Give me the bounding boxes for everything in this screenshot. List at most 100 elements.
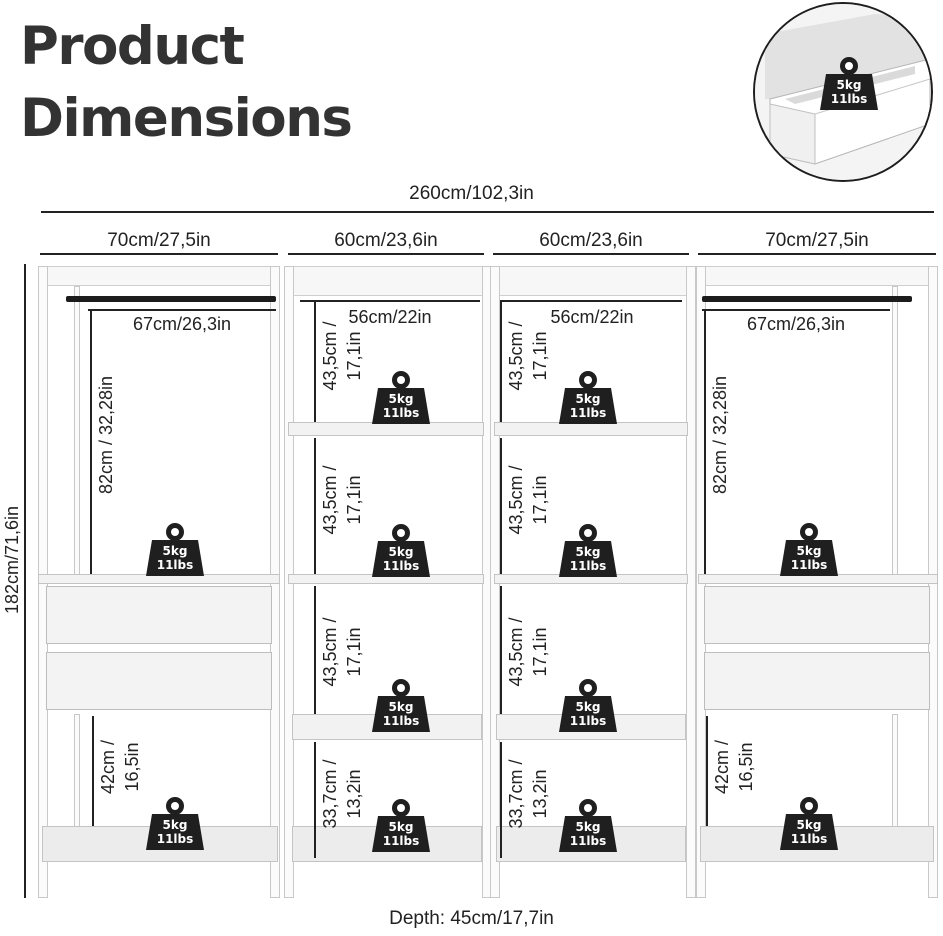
section-4-bottom-height-label-line2: 16,5in (736, 742, 756, 792)
section-1-bottom-height-label-line2: 16,5in (122, 742, 142, 792)
section-2-cell-2-height-label-line1: 43,5cm / (320, 465, 340, 535)
section-2-cell-3-height-line (314, 586, 316, 714)
section-4-inner-right-post (892, 286, 898, 576)
weight-lbs-label: 11lbs (569, 406, 607, 420)
section-1-width-label: 70cm/27,5in (107, 230, 211, 251)
weight-kg-label: 5kg (575, 820, 601, 834)
total-width-label: 260cm/102,3in (409, 183, 534, 204)
section-4-width-line (698, 253, 936, 255)
section-1-drawer-1 (46, 586, 272, 644)
weight-kg-label: 5kg (575, 392, 601, 406)
section-2-cell-2-height-line (314, 438, 316, 574)
weight-lbs-label: 11lbs (156, 832, 194, 846)
weight-kg-label: 5kg (162, 818, 188, 832)
section-1-hanging-rod (66, 296, 276, 302)
section-3-cell-3-height-label-line2: 17,1in (530, 627, 550, 677)
section-2-cell-1-height-line (314, 300, 316, 422)
section-4-bottom-height-label-line1: 42cm / (712, 739, 732, 795)
section-3-inner-width-label: 56cm/22in (550, 307, 634, 327)
section-4-width-label: 70cm/27,5in (765, 230, 869, 251)
weight-kg-label: 5kg (796, 544, 822, 558)
section-4-lower-inner-post (892, 714, 898, 834)
section-2-cell-1-height-label-line2: 17,1in (344, 331, 364, 381)
section-1-lower-inner-post (74, 714, 80, 834)
section-3-cell-1-height-line (500, 300, 502, 422)
total-height-label: 182cm/71,6in (2, 505, 22, 615)
drawer-illustration (755, 4, 931, 180)
weight-lbs-label: 11lbs (382, 714, 420, 728)
section-4-drawer-1 (704, 586, 930, 644)
weight-kg-label: 5kg (575, 700, 601, 714)
depth-label: Depth: 45cm/17,7in (389, 908, 554, 929)
weight-lbs-label: 11lbs (790, 832, 828, 846)
weight-kg-label: 5kg (388, 545, 414, 559)
weight-lbs-label: 11lbs (382, 834, 420, 848)
section-1-rod-width-line (88, 309, 276, 311)
section-3-cell-3-height-label-line1: 43,5cm / (506, 617, 526, 687)
title-line-1: Product (20, 16, 245, 77)
section-1-hanging-height-label: 82cm / 32,28in (96, 375, 116, 495)
weight-kg-label: 5kg (162, 544, 188, 558)
section-1-rod-width-label: 67cm/26,3in (132, 314, 232, 334)
section-2-width-line (288, 253, 484, 255)
section-3-cell-1-height-label-line1: 43,5cm / (506, 321, 526, 391)
section-1-inner-left-post (74, 286, 80, 576)
section-2-cell-4-height-label-line2: 13,2in (344, 769, 364, 819)
section-3-cell-2-height-label-line2: 17,1in (530, 475, 550, 525)
drawer-detail-inset: 5kg 11lbs (753, 2, 933, 182)
section-2-cell-2-height-label-line2: 17,1in (344, 475, 364, 525)
section-4-bottom-height-line (706, 716, 708, 826)
weight-lbs-label: 11lbs (382, 406, 420, 420)
section-3-cell-4-height-line (500, 742, 502, 858)
section-3-width-label: 60cm/23,6in (539, 230, 643, 251)
weight-lbs-label: 11lbs (790, 558, 828, 572)
section-2-inner-width-label: 56cm/22in (348, 307, 432, 327)
section-1-top-panel (40, 266, 278, 286)
weight-lbs-label: 11lbs (569, 834, 607, 848)
inset-weight-lbs: 11lbs (830, 92, 868, 106)
weight-kg-label: 5kg (575, 545, 601, 559)
section-1-bottom-height-line (92, 716, 94, 826)
total-width-line (41, 211, 934, 213)
section-2-cell-3-height-label-line1: 43,5cm / (320, 617, 340, 687)
section-4-hanging-rod (702, 296, 912, 302)
weight-kg-label: 5kg (796, 818, 822, 832)
section-3-cell-3-height-line (500, 586, 502, 714)
section-3-cell-2-height-line (500, 438, 502, 574)
section-3-cell-2-height-label-line1: 43,5cm / (506, 465, 526, 535)
section-2-cell-3-height-label-line2: 17,1in (344, 627, 364, 677)
weight-lbs-label: 11lbs (569, 714, 607, 728)
section-3-width-line (493, 253, 689, 255)
section-2-inner-width-line (300, 300, 480, 302)
section-1-hanging-height-line (90, 310, 92, 574)
section-4-hanging-height-line (704, 310, 706, 574)
section-1-bottom-height-label-line1: 42cm / (98, 739, 118, 795)
section-3-top-panel (492, 266, 692, 296)
section-1-drawer-2 (46, 652, 272, 710)
section-3-cell-4-height-label-line2: 13,2in (530, 769, 550, 819)
section-3-inner-width-line (502, 300, 682, 302)
section-1-width-line (40, 253, 278, 255)
weight-kg-label: 5kg (388, 700, 414, 714)
weight-kg-label: 5kg (388, 820, 414, 834)
weight-lbs-label: 11lbs (382, 559, 420, 573)
weight-kg-label: 5kg (388, 392, 414, 406)
title-line-2: Dimensions (20, 88, 353, 149)
section-4-top-panel (698, 266, 936, 286)
section-3-cell-4-height-label-line1: 33,7cm / (506, 759, 526, 829)
section-4-drawer-2 (704, 652, 930, 710)
section-2-top-panel (286, 266, 486, 296)
inset-weight-kg: 5kg (836, 78, 862, 92)
